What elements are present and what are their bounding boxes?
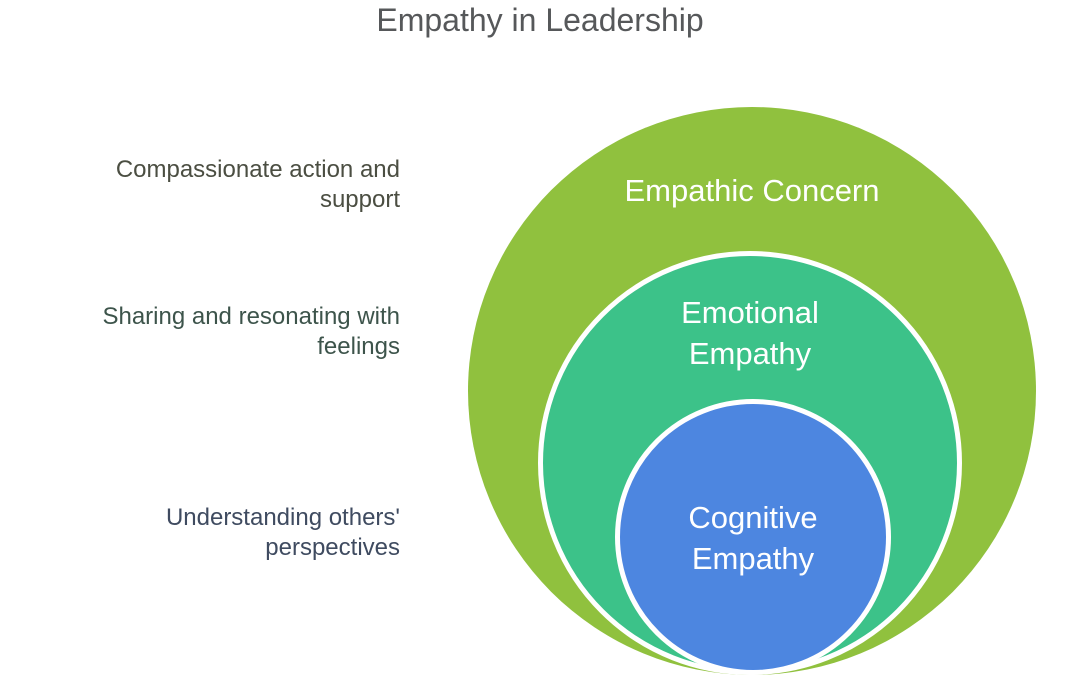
ring-description-emotional-empathy: Sharing and resonating with feelings	[102, 303, 400, 360]
ring-description-cognitive-empathy: Understanding others' perspectives	[165, 504, 400, 561]
ring-circle-cognitive-empathy	[615, 399, 891, 675]
ring-label-cognitive-empathy: Cognitive Empathy	[688, 500, 818, 576]
ring-description-empathic-concern: Compassionate action and support	[115, 156, 400, 213]
ring-label-emotional-empathy: Emotional Empathy	[681, 295, 819, 371]
page-title: Empathy in Leadership	[376, 2, 704, 38]
ring-label-empathic-concern: Empathic Concern	[624, 173, 880, 208]
